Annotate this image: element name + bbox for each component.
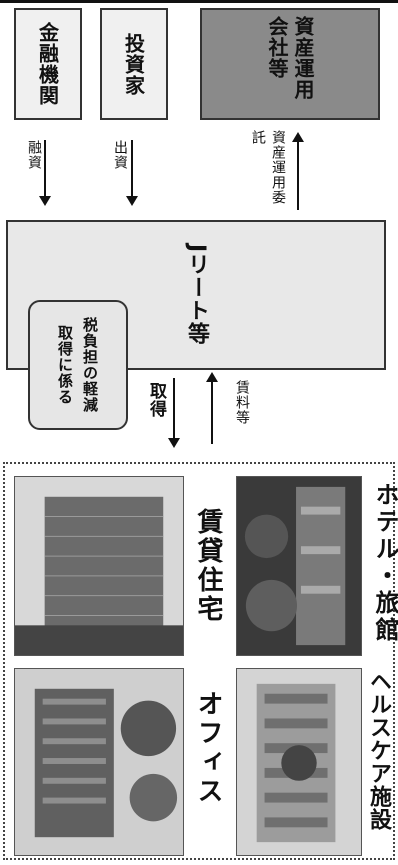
loan-label: 融資	[26, 140, 42, 170]
tax-relief-callout: 取得に係る 税負担の軽減	[28, 300, 128, 430]
asset-manager-label: 資産運用会社等	[265, 16, 315, 100]
rental-housing-photo	[14, 476, 184, 656]
investor-label: 投資家	[121, 32, 146, 96]
asset-manager-box: 資産運用会社等	[200, 8, 380, 120]
hotel-photo	[236, 476, 362, 656]
rent-arrow	[206, 372, 218, 444]
mandate-arrow	[292, 132, 304, 210]
rental-housing-label: 賃貸住宅	[193, 508, 223, 624]
healthcare-photo	[236, 668, 362, 856]
office-photo	[14, 668, 184, 856]
acquire-arrow	[168, 378, 180, 448]
investment-arrow	[126, 140, 138, 206]
callout-line1: 取得に係る	[56, 325, 74, 405]
reit-label: Jリート等	[184, 244, 209, 346]
healthcare-label: ヘルスケア施設	[366, 670, 391, 831]
property-types-area	[3, 462, 395, 860]
investment-label: 出資	[112, 140, 128, 170]
acquire-label: 取得	[146, 382, 166, 418]
callout-line2: 税負担の軽減	[81, 317, 99, 413]
mandate-label: 資産運用委託	[250, 130, 286, 205]
office-label: オフィス	[193, 690, 223, 806]
investor-box: 投資家	[100, 8, 168, 120]
financial-institution-label: 金融機関	[35, 22, 60, 106]
financial-institution-box: 金融機関	[14, 8, 82, 120]
rent-label: 賃料等	[234, 380, 250, 425]
loan-arrow	[39, 140, 51, 206]
hotel-label: ホテル・旅館	[371, 482, 398, 644]
top-rule	[0, 0, 398, 3]
